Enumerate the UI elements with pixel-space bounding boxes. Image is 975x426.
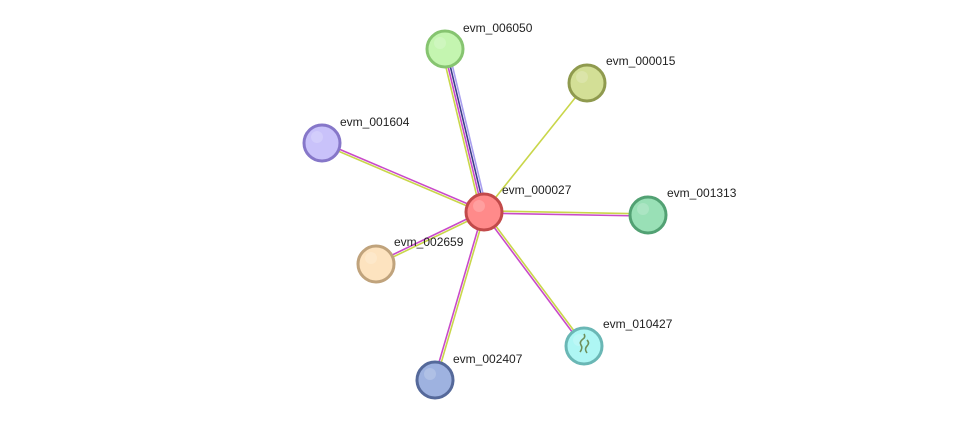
edge-evm_001313[interactable] [483, 210, 649, 217]
node-label: evm_002407 [453, 352, 523, 366]
edge-line [482, 211, 584, 348]
node-highlight [311, 131, 323, 143]
node-label: evm_001313 [667, 186, 737, 200]
nodes-layer: evm_000027 evm_006050 evm_000015 evm_001604… [302, 21, 737, 400]
node-circle[interactable] [356, 244, 396, 284]
edge-evm_010427[interactable] [482, 210, 586, 348]
node-evm_001313[interactable]: evm_001313 [628, 186, 737, 235]
node-circle[interactable] [628, 195, 668, 235]
node-circle[interactable] [567, 63, 607, 103]
edge-line [321, 141, 486, 212]
node-evm_006050[interactable]: evm_006050 [425, 21, 533, 69]
node-label: evm_010427 [603, 317, 673, 331]
protein-structure-icon [579, 333, 590, 354]
node-evm_002659[interactable]: evm_002659 [356, 235, 464, 284]
node-circle[interactable] [464, 192, 504, 232]
node-circle[interactable] [302, 123, 342, 163]
node-circle[interactable] [425, 29, 465, 69]
edge-line [445, 47, 486, 213]
node-evm_010427[interactable]: evm_010427 [564, 317, 673, 366]
node-label: evm_006050 [463, 21, 533, 35]
edge-line [443, 48, 484, 214]
node-highlight [576, 71, 588, 83]
node-highlight [573, 334, 585, 346]
edge-line [484, 210, 586, 347]
node-label: evm_002659 [394, 235, 464, 249]
node-highlight [424, 368, 436, 380]
node-evm_000027[interactable]: evm_000027 [464, 183, 572, 232]
node-circle[interactable] [415, 360, 455, 400]
edges-layer [320, 47, 649, 382]
node-circle[interactable] [564, 326, 604, 366]
edge-evm_006050[interactable] [440, 47, 489, 214]
edge-line [374, 210, 485, 264]
edge-line [483, 210, 649, 215]
node-highlight [637, 203, 649, 215]
node-label: evm_001604 [340, 115, 410, 129]
edge-line [320, 143, 485, 214]
node-label: evm_000027 [502, 183, 572, 197]
edge-line [375, 212, 486, 266]
edge-evm_002659[interactable] [374, 210, 486, 266]
edge-line [435, 211, 486, 382]
node-highlight [365, 252, 377, 264]
node-evm_000015[interactable]: evm_000015 [567, 54, 676, 103]
edge-line [483, 212, 649, 217]
node-evm_001604[interactable]: evm_001604 [302, 115, 410, 163]
edge-evm_001604[interactable] [320, 141, 486, 214]
edge-evm_000015[interactable] [483, 82, 588, 213]
node-evm_002407[interactable]: evm_002407 [415, 352, 523, 400]
edge-line [433, 210, 484, 381]
node-highlight [434, 37, 446, 49]
edge-line [447, 47, 489, 213]
edge-evm_002407[interactable] [433, 210, 486, 382]
edge-line [440, 48, 482, 214]
edge-line [483, 82, 588, 213]
node-label: evm_000015 [606, 54, 676, 68]
node-highlight [473, 200, 485, 212]
